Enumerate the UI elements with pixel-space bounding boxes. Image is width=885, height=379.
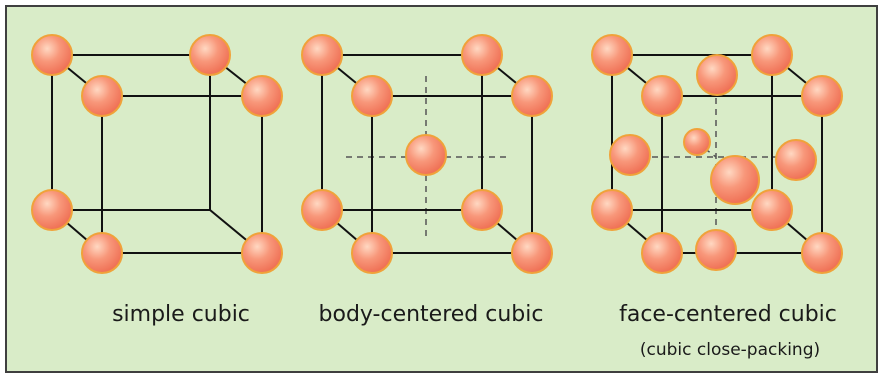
atom-corner [591, 34, 633, 76]
caption-cubic-close-packing: (cubic close-packing) [639, 340, 821, 360]
caption-body-centered-cubic: body-centered cubic [318, 302, 544, 327]
atom-corner [591, 189, 633, 231]
atom-corner [81, 75, 123, 117]
simple-cubic-cell [31, 34, 283, 274]
atom-face-center-left [609, 134, 651, 176]
atom-face-center-bottom [695, 229, 737, 271]
atom-face-center-top [696, 54, 738, 96]
fcc-atoms [591, 34, 843, 274]
atom-face-center-right [775, 139, 817, 181]
atom-corner [641, 75, 683, 117]
atom-corner [241, 75, 283, 117]
atom-corner [31, 189, 73, 231]
atom-corner [301, 34, 343, 76]
atom-corner [801, 232, 843, 274]
atom-corner [511, 232, 553, 274]
atom-corner [641, 232, 683, 274]
fcc-cell [591, 34, 843, 274]
atom-face-center-back [683, 128, 711, 156]
atom-corner [241, 232, 283, 274]
atom-corner [81, 232, 123, 274]
caption-simple-cubic: simple cubic [112, 302, 250, 327]
atom-corner [301, 189, 343, 231]
caption-face-centered-cubic: face-centered cubic [619, 302, 837, 327]
atom-corner [31, 34, 73, 76]
atom-corner [351, 232, 393, 274]
atom-corner [461, 34, 503, 76]
atom-corner [351, 75, 393, 117]
atom-face-center-front [710, 155, 760, 205]
bcc-atoms [301, 34, 553, 274]
simple-cubic-atoms [31, 34, 283, 274]
atom-body-center [405, 134, 447, 176]
atom-corner [461, 189, 503, 231]
atom-corner [511, 75, 553, 117]
simple-cubic-edges [51, 54, 263, 254]
bcc-cell [301, 34, 553, 274]
atom-corner [751, 34, 793, 76]
atom-corner [189, 34, 231, 76]
atom-corner [801, 75, 843, 117]
atom-corner [751, 189, 793, 231]
